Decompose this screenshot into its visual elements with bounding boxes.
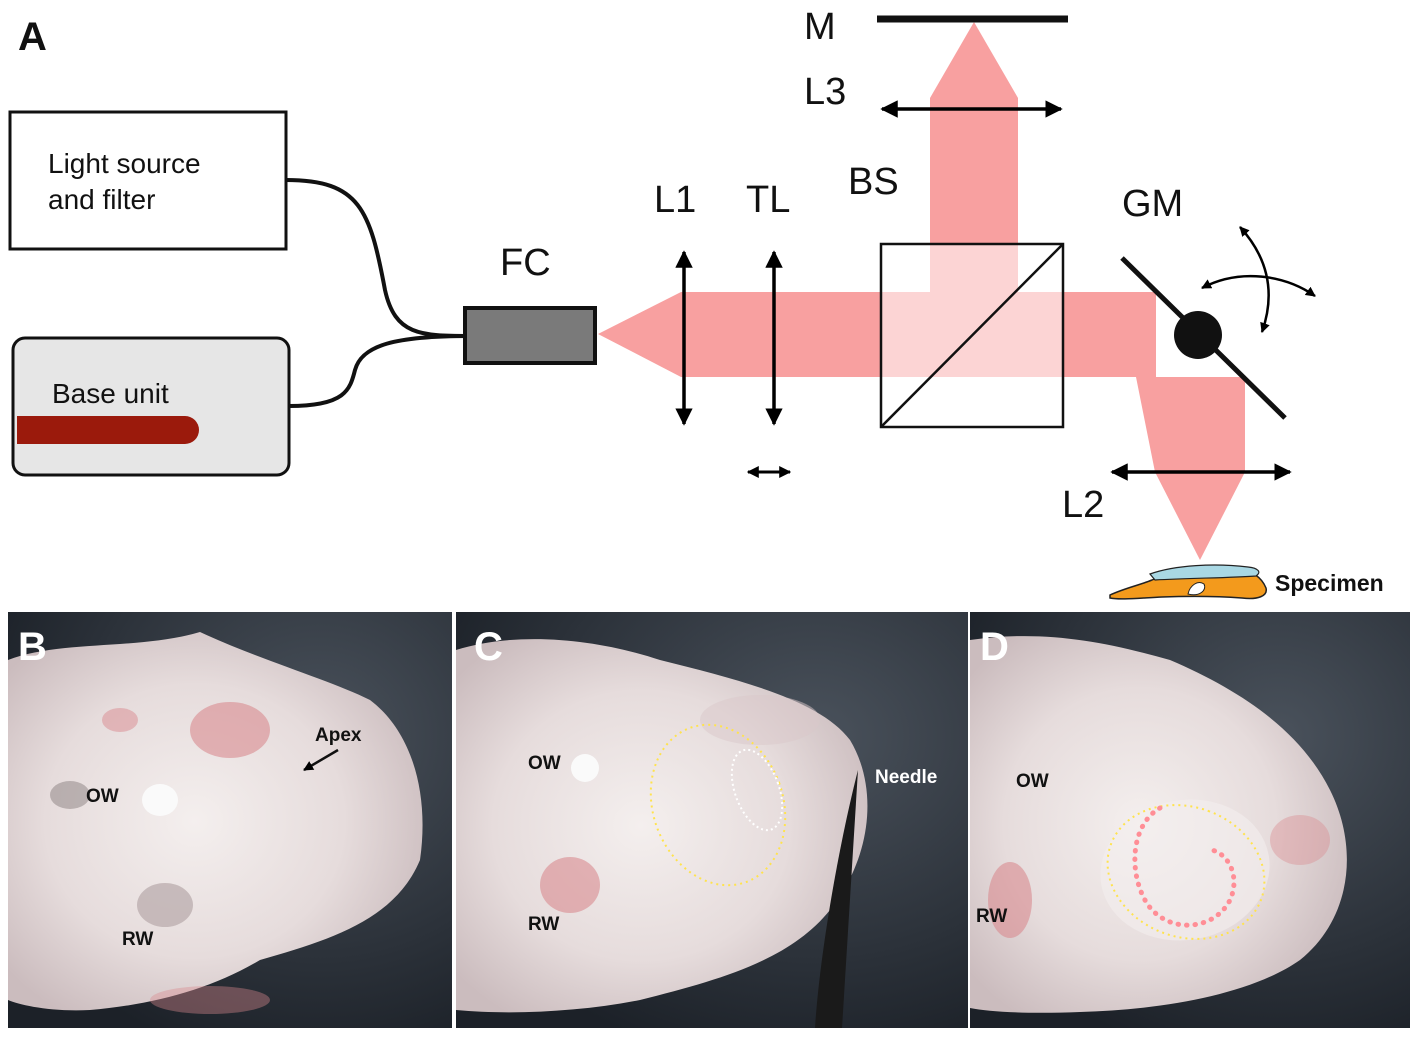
fiber-collimator	[463, 306, 597, 365]
panel-letter-d: D	[980, 625, 1009, 669]
panel-letter-a: A	[18, 15, 47, 59]
apex-arrow-icon	[303, 748, 339, 772]
panel-c-photo: C OW RW Needle	[456, 612, 968, 1028]
galvo-mirror-icon	[1120, 226, 1316, 420]
photo-d-ow-label: OW	[1016, 771, 1049, 792]
photo-c-rw-label: RW	[528, 914, 559, 935]
photo-c-needle-label: Needle	[875, 767, 937, 788]
photo-b-rw-label: RW	[122, 929, 153, 950]
optical-fibers	[285, 178, 471, 408]
specimen-icon	[1109, 564, 1267, 600]
svg-text:Light source and filte: Light source and filter	[48, 148, 208, 215]
panel-a-setup: A Light source and filter Base unit	[8, 6, 1384, 600]
label-specimen: Specimen	[1275, 570, 1384, 596]
panel-letter-b: B	[18, 625, 47, 669]
light-source-label-line1: Light source	[48, 148, 201, 179]
panel-b-photo: B OW RW Apex	[8, 612, 452, 1028]
label-m: M	[804, 6, 836, 48]
base-unit-label: Base unit	[52, 378, 169, 409]
label-tl: TL	[746, 179, 790, 221]
base-unit-box: Base unit	[11, 336, 291, 477]
label-l2: L2	[1062, 484, 1104, 526]
light-source-label-line2: and filter	[48, 184, 155, 215]
label-gm: GM	[1122, 183, 1183, 225]
panel-letter-c: C	[474, 625, 503, 669]
panel-d-photo: D OW RW	[970, 612, 1410, 1028]
light-source-box: Light source and filter	[8, 110, 288, 251]
photo-b-apex-label: Apex	[315, 725, 362, 746]
photo-d-rw-label: RW	[976, 906, 1007, 927]
label-l1: L1	[654, 179, 696, 221]
beam-splitter	[879, 242, 1065, 429]
photo-c-ow-label: OW	[528, 753, 561, 774]
label-l3: L3	[804, 71, 846, 113]
base-unit-laser-bar	[17, 416, 199, 444]
photo-b-ow-label: OW	[86, 786, 119, 807]
label-bs: BS	[848, 161, 899, 203]
label-fc: FC	[500, 242, 551, 284]
